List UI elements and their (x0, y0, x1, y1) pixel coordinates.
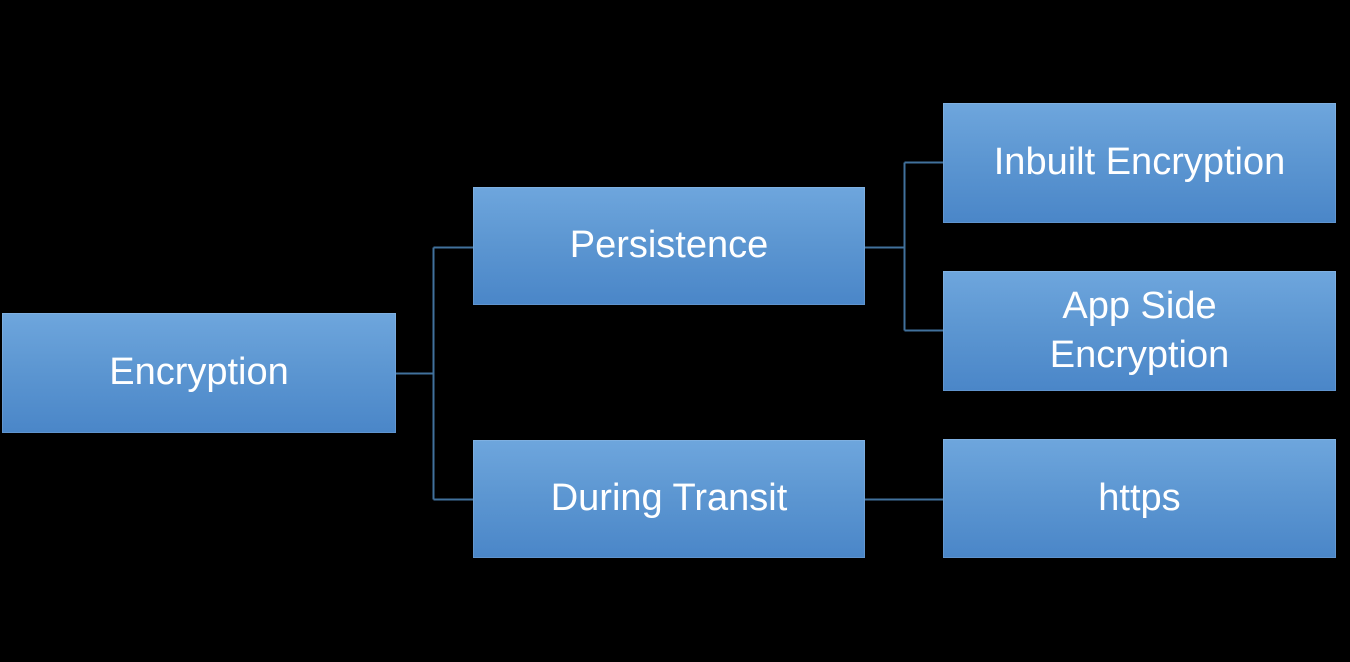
node-during-transit: During Transit (473, 440, 865, 558)
node-encryption: Encryption (2, 313, 396, 433)
node-persistence-label: Persistence (569, 224, 769, 267)
node-app-side-encryption-label: App Side Encryption (1049, 284, 1230, 376)
node-app-side-encryption: App Side Encryption (943, 271, 1336, 391)
node-https: https (943, 439, 1336, 558)
node-encryption-label: Encryption (109, 351, 289, 394)
node-inbuilt-encryption-label: Inbuilt Encryption (993, 141, 1286, 184)
connector-encryption-children (396, 246, 473, 501)
node-https-label: https (1098, 476, 1181, 519)
node-persistence: Persistence (473, 187, 865, 305)
connector-persistence-children (865, 161, 943, 332)
node-during-transit-label: During Transit (550, 477, 788, 520)
node-inbuilt-encryption: Inbuilt Encryption (943, 103, 1336, 223)
